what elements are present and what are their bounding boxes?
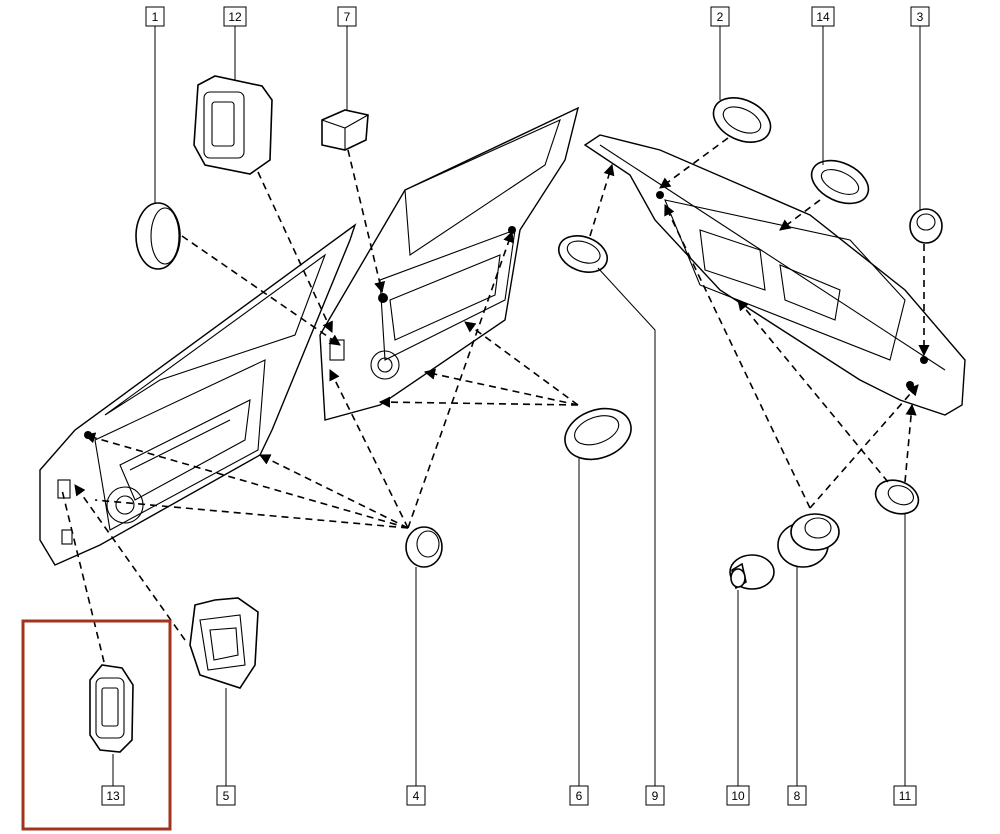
part-14-oval-grommet [810,159,870,205]
svg-text:8: 8 [794,789,801,803]
part-8-stepped-plug [777,513,840,568]
svg-text:6: 6 [576,789,583,803]
part-2-oval-grommet [712,97,772,143]
part-9-oval-plug [557,235,609,273]
callout-2[interactable]: 2 [710,6,730,27]
callout-4[interactable]: 4 [406,785,426,806]
svg-text:3: 3 [917,10,924,24]
callout-8[interactable]: 8 [787,785,807,806]
svg-text:9: 9 [652,789,659,803]
rear-left-door-illustration [319,106,580,421]
highlight-frame-part-13 [21,619,172,831]
part-7-small-block [321,109,369,151]
svg-text:11: 11 [899,789,912,803]
callout-14[interactable]: 14 [811,6,835,27]
svg-text:14: 14 [816,10,830,24]
part-13-rect-grommet [89,664,134,753]
part-1-oval-plug [135,202,181,270]
part-6-oval-grommet [564,407,632,461]
part-12-large-rect-grommet [193,75,273,175]
svg-text:2: 2 [717,10,724,24]
callout-13[interactable]: 13 [101,785,125,806]
svg-text:4: 4 [413,789,420,803]
tailgate-illustration [583,134,966,416]
callout-5[interactable]: 5 [216,785,236,806]
callout-9[interactable]: 9 [645,785,665,806]
part-4-round-plug [405,526,443,568]
front-left-door-illustration [39,223,357,566]
part-10-mushroom-plug [729,554,775,590]
callout-1[interactable]: 1 [145,6,165,27]
callout-7[interactable]: 7 [337,6,357,27]
svg-text:7: 7 [344,10,351,24]
assembly-lines [61,137,930,663]
svg-text:13: 13 [106,789,120,803]
svg-text:5: 5 [223,789,230,803]
callout-6[interactable]: 6 [569,785,589,806]
svg-text:10: 10 [731,789,745,803]
part-5-rect-grommet [189,597,259,689]
svg-text:12: 12 [228,10,242,24]
callout-11[interactable]: 11 [893,785,917,806]
leader-lines [112,26,921,786]
callout-10[interactable]: 10 [726,785,750,806]
svg-text:1: 1 [152,10,159,24]
callout-3[interactable]: 3 [910,6,930,27]
callout-12[interactable]: 12 [223,6,247,27]
part-11-round-plug [874,479,920,515]
part-3-round-plug [909,208,943,244]
